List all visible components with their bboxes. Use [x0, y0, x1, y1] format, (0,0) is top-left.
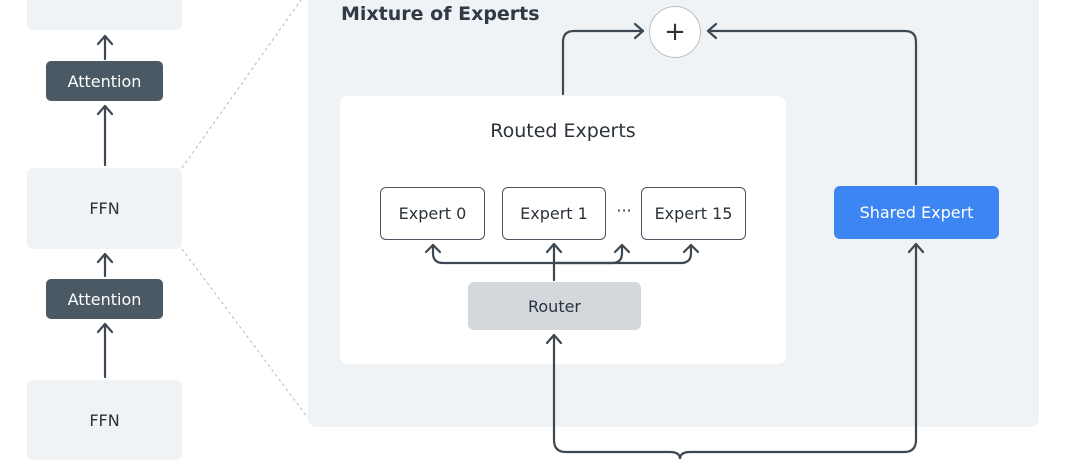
arrowhead: [96, 322, 114, 334]
expert-0-node: Expert 0: [380, 187, 485, 240]
attention-block-bottom: Attention: [46, 279, 163, 319]
ffn-block-highlighted: FFN: [27, 168, 182, 249]
arrowhead: [545, 333, 563, 345]
input-to-router: [552, 333, 682, 459]
router-branch-right: [552, 243, 693, 265]
arrowhead: [96, 34, 114, 46]
arrowhead: [682, 243, 700, 254]
attention-block-top: Attention: [46, 61, 163, 101]
combine-plus-node: +: [649, 6, 701, 58]
arrow-shared-to-combine: [706, 29, 918, 186]
top-block: [27, 0, 182, 30]
routed-experts-title: Routed Experts: [490, 120, 636, 142]
expert-15-node: Expert 15: [641, 187, 746, 240]
arrowhead: [907, 242, 925, 254]
moe-title: Mixture of Experts: [341, 3, 540, 25]
experts-ellipsis: ···: [616, 201, 632, 220]
arrowhead: [613, 243, 631, 254]
arrowhead: [545, 242, 563, 254]
router-branch-mid: [552, 243, 624, 265]
arrowhead: [424, 243, 442, 254]
zoom-guide-top: [181, 0, 302, 169]
router-node: Router: [468, 282, 641, 330]
zoom-guide-bottom: [181, 248, 309, 419]
arrowhead: [96, 252, 114, 264]
arrowhead: [633, 22, 645, 40]
arrow-routed-to-combine: [561, 29, 645, 96]
arrowhead: [96, 104, 114, 116]
ffn-block-bottom: FFN: [27, 380, 182, 460]
arrowhead: [706, 22, 718, 40]
shared-expert-node: Shared Expert: [834, 186, 999, 239]
input-to-shared: [678, 242, 918, 459]
router-branch-left: [431, 243, 556, 265]
expert-1-node: Expert 1: [502, 187, 606, 240]
